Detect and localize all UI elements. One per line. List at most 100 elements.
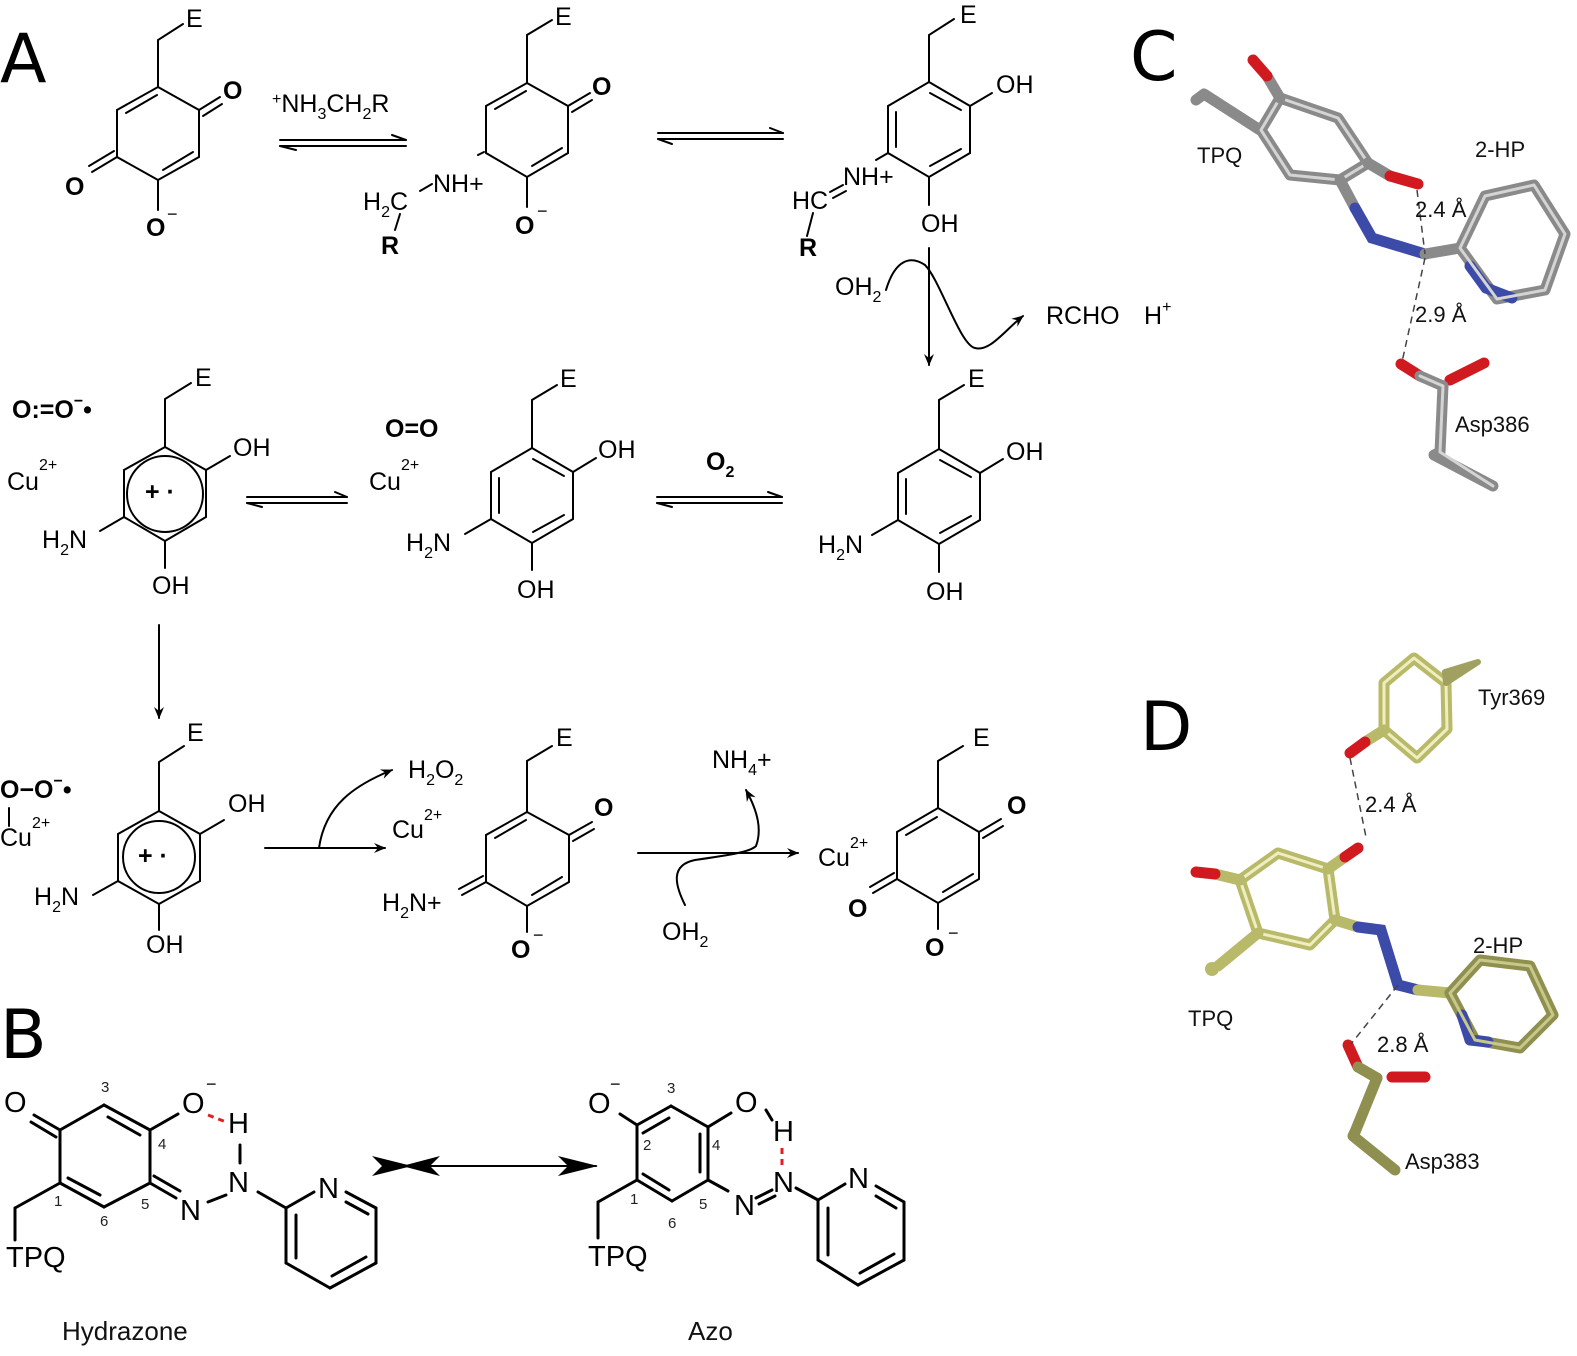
panel-label-d: D xyxy=(1140,688,1192,767)
atom-E: E xyxy=(186,5,203,33)
atom-HC: HC xyxy=(792,187,828,215)
structure-iminium: E O O − NH+ H2C R xyxy=(363,3,611,260)
position-1: 1 xyxy=(54,1193,62,1210)
structure-tpq-quinone: E O O O − xyxy=(65,5,242,242)
reagent-water: OH2 xyxy=(662,918,709,951)
atom-E: E xyxy=(973,724,990,752)
atom-NH-plus: NH+ xyxy=(843,163,894,191)
atom-OH: OH xyxy=(228,790,266,818)
atom-H2N-plus: H2N+ xyxy=(382,889,442,922)
reagent-o2: O2 xyxy=(706,448,734,481)
stick-model-asp386 xyxy=(1395,357,1499,492)
charge-minus: − xyxy=(533,925,544,945)
dioxygen: O=O xyxy=(385,415,439,443)
stick-model-tpq-c xyxy=(1190,54,1466,260)
hbond-line xyxy=(1416,189,1426,255)
atom-N: N xyxy=(734,1190,755,1222)
atom-O-minus: O xyxy=(515,212,534,240)
atom-OH: OH xyxy=(146,931,184,959)
structure-aminoresorcinol-o2: O=O Cu2+ E OH H2N OH xyxy=(369,365,636,604)
atom-E: E xyxy=(556,724,573,752)
structure-tpq-regenerated: Cu2+ E O O O − xyxy=(818,724,1026,962)
label-tpq: TPQ xyxy=(1188,1006,1233,1031)
stick-model-2hp-c xyxy=(1454,179,1571,305)
position-3: 3 xyxy=(101,1079,109,1096)
label-tpq: TPQ xyxy=(588,1241,648,1273)
stick-model-asp383 xyxy=(1342,1039,1431,1176)
label-asp386: Asp386 xyxy=(1455,412,1530,437)
atom-O-minus: O xyxy=(146,214,165,242)
equilibrium-arrow-2 xyxy=(657,127,784,145)
position-6: 6 xyxy=(100,1213,108,1230)
atom-OH: OH xyxy=(1006,438,1044,466)
product-h2o2: H2O2 xyxy=(408,756,463,789)
structure-azo: O − O H N N N xyxy=(588,1074,906,1346)
atom-N: N xyxy=(773,1167,794,1199)
atom-H2C: H2C xyxy=(363,188,408,221)
product-proton: H+ xyxy=(1144,299,1171,330)
atom-NH-plus: NH+ xyxy=(433,170,484,198)
atom-E: E xyxy=(187,719,204,747)
atom-H: H xyxy=(228,1108,249,1140)
copper-ion: Cu2+ xyxy=(7,457,57,496)
copper-ion: Cu2+ xyxy=(0,815,50,852)
charge-minus: − xyxy=(167,204,178,224)
hbond-line xyxy=(1350,984,1399,1045)
panel-label-a: A xyxy=(0,20,47,99)
copper-ion: Cu2+ xyxy=(392,807,442,844)
position-1: 1 xyxy=(630,1191,638,1208)
structure-semiquinone-1: O:=O−• Cu2+ E + · OH H2N OH xyxy=(7,364,271,600)
atom-R: R xyxy=(799,234,817,262)
atom-O: O xyxy=(65,173,84,201)
methyl-cap xyxy=(1205,962,1219,976)
atom-O: O xyxy=(592,73,611,101)
radical-cation-label: + · xyxy=(145,478,175,506)
label-tpq: TPQ xyxy=(6,1242,66,1274)
position-4: 4 xyxy=(158,1136,166,1153)
caption-hydrazone: Hydrazone xyxy=(62,1316,188,1346)
hydrogen-bond xyxy=(207,1113,227,1124)
distance-label: 2.4 Å xyxy=(1415,197,1467,222)
hbond-line xyxy=(1401,257,1426,363)
hydrolysis-step: OH2 RCHO H+ xyxy=(835,247,1171,366)
structure-schiff-base: E OH OH NH+ HC R xyxy=(792,1,1034,262)
atom-O-minus: O xyxy=(182,1088,205,1120)
charge-minus: − xyxy=(610,1074,621,1094)
copper-ion: Cu2+ xyxy=(369,457,419,496)
atom-E: E xyxy=(195,364,212,392)
copper-ion: Cu2+ xyxy=(818,835,868,872)
panel-a: E O O O − +NH3CH2R E xyxy=(0,1,1171,964)
position-2: 2 xyxy=(643,1137,651,1154)
reagent-amine: +NH3CH2R xyxy=(272,90,389,123)
panel-b: O O − H N N N xyxy=(4,1074,906,1346)
atom-O: O xyxy=(223,77,242,105)
charge-minus: − xyxy=(948,923,959,943)
panel-label-b: B xyxy=(0,996,47,1075)
atom-OH: OH xyxy=(921,210,959,238)
resonance-arrowhead-left xyxy=(402,1156,440,1176)
peroxide-radical: O−O−• xyxy=(0,773,72,804)
tyr-backbone-stub xyxy=(1442,659,1481,686)
atom-E: E xyxy=(960,1,977,29)
atom-H: H xyxy=(773,1116,794,1148)
panel-label-c: C xyxy=(1130,18,1177,97)
distance-label: 2.8 Å xyxy=(1377,1032,1429,1057)
atom-OH: OH xyxy=(926,578,964,606)
label-2hp: 2-HP xyxy=(1475,137,1525,162)
structure-semiquinone-2: O−O−• Cu2+ E + · OH H2N OH xyxy=(0,719,266,959)
atom-OH: OH xyxy=(152,572,190,600)
atom-E: E xyxy=(555,3,572,31)
reaction-arrow-h2o2: H2O2 Cu2+ xyxy=(264,756,463,853)
position-4: 4 xyxy=(712,1137,720,1154)
atom-OH: OH xyxy=(233,434,271,462)
atom-N-pyridine: N xyxy=(848,1163,869,1195)
reaction-arrow-nh4: NH4+ OH2 xyxy=(637,746,799,951)
position-6: 6 xyxy=(668,1215,676,1232)
structure-iminoquinone: E O H2N+ O − xyxy=(382,724,613,964)
atom-OH: OH xyxy=(598,436,636,464)
atom-OH: OH xyxy=(517,576,555,604)
label-2hp: 2-HP xyxy=(1473,933,1523,958)
position-5: 5 xyxy=(699,1196,707,1213)
equilibrium-arrow-3 xyxy=(246,491,348,508)
atom-N: N xyxy=(180,1195,201,1227)
